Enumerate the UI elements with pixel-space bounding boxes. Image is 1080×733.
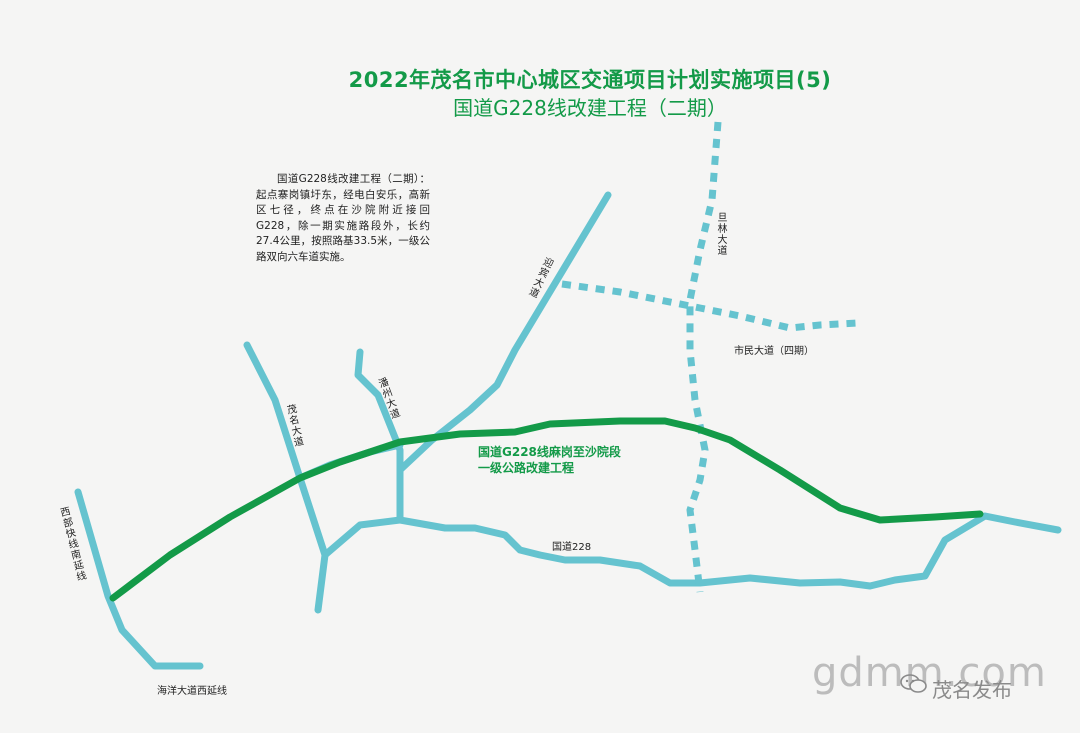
road-maoming-dadao — [243, 341, 329, 614]
project-route-g228 — [109, 417, 984, 602]
road-yingbin-dadao — [396, 191, 612, 474]
wechat-icon — [900, 674, 927, 693]
road-chenglin-dadao — [686, 121, 722, 593]
road-shimin-dadao — [561, 280, 859, 332]
label-shimin-dadao: 市民大道（四期） — [734, 346, 814, 357]
project-description: 国道G228线改建工程（二期）：起点寨岗镇圩东，经电白安乐，高新区七径，终点在沙… — [256, 173, 430, 263]
road-guodao228 — [321, 512, 1062, 590]
road-tongzhou-dadao — [354, 348, 404, 524]
label-chenglin-dadao: 旦林大道 — [715, 212, 726, 256]
planned-roads — [561, 121, 859, 593]
project-route-label: 国道G228线麻岗至沙院段 一级公路改建工程 — [478, 444, 668, 476]
page-title: 2022年茂名市中心城区交通项目计划实施项目(5) — [348, 68, 832, 92]
page-subtitle: 国道G228线改建工程（二期） — [453, 96, 727, 120]
road-xibu-kuaixian — [74, 488, 204, 670]
project-route-label-line2: 一级公路改建工程 — [478, 461, 575, 475]
project-route-label-line1: 国道G228线麻岗至沙院段 — [478, 445, 621, 459]
label-guodao228: 国道228 — [552, 542, 592, 553]
watermark-account: 茂名发布 — [932, 678, 1012, 702]
watermark-site: gdmm.com — [812, 650, 1047, 696]
existing-roads — [74, 191, 1062, 670]
label-haiyang-dadao: 海洋大道西延线 — [157, 686, 227, 697]
